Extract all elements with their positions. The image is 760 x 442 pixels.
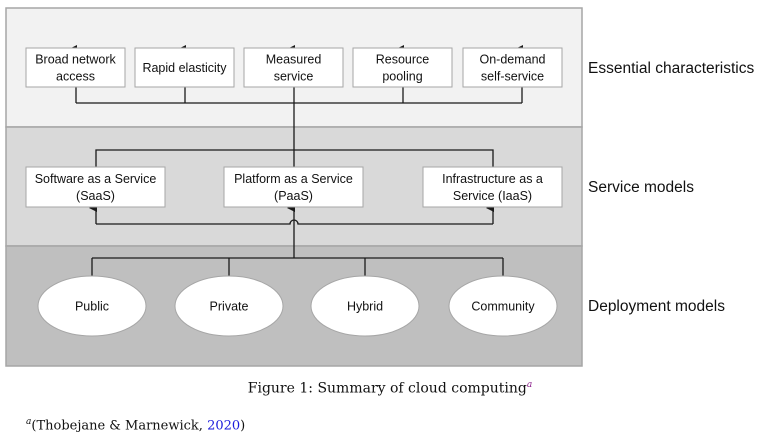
- service-model-text: (SaaS): [76, 189, 115, 203]
- characteristic-box: [243, 47, 344, 88]
- footnote-suffix: ): [240, 418, 246, 434]
- characteristic-text: Resource: [376, 53, 430, 67]
- footnote-citation: (Thobejane & Marnewick,: [31, 418, 208, 434]
- service-model-text: Infrastructure as a: [442, 172, 543, 186]
- deployment-model-community: Community: [448, 275, 558, 337]
- characteristic-on-demand-self-service: On-demand self-service: [462, 47, 563, 88]
- characteristic-measured-service: Measured service: [243, 47, 344, 88]
- deployment-model-private: Private: [174, 275, 284, 337]
- service-model-text: Platform as a Service: [234, 172, 353, 186]
- service-model-box: [25, 166, 166, 208]
- cloud-computing-diagram: Broad network access Rapid elasticity Measu…: [5, 7, 755, 367]
- service-model-infrastructure-as-a-service-iaas: Infrastructure as a Service (IaaS): [422, 166, 563, 208]
- deployment-model-ellipse: [448, 275, 558, 337]
- characteristic-resource-pooling: Resource pooling: [352, 47, 453, 88]
- figure-caption: Figure 1: Summary of cloud computinga: [0, 380, 760, 397]
- characteristic-broad-network-access: Broad network access: [25, 47, 126, 88]
- deployment-model-text: Public: [75, 300, 109, 314]
- characteristic-text: On-demand: [479, 53, 545, 67]
- deployment-model-ellipse: [174, 275, 284, 337]
- deployment-model-text: Community: [471, 300, 535, 314]
- service-model-box: [422, 166, 563, 208]
- deployment-models-label: Deployment models: [588, 298, 725, 315]
- service-model-text: Software as a Service: [35, 172, 157, 186]
- service-model-box: [223, 166, 364, 208]
- deployment-model-text: Private: [210, 300, 249, 314]
- characteristic-text: self-service: [481, 70, 544, 84]
- characteristic-rapid-elasticity: Rapid elasticity: [134, 47, 235, 88]
- service-model-software-as-a-service-saas: Software as a Service (SaaS): [25, 166, 166, 208]
- footnote: a(Thobejane & Marnewick, 2020): [26, 417, 245, 433]
- characteristic-text: Measured: [266, 53, 322, 67]
- characteristic-text: Rapid elasticity: [142, 61, 227, 75]
- characteristic-text: access: [56, 70, 95, 84]
- footnote-marker: a: [26, 417, 32, 427]
- service-model-platform-as-a-service-paas: Platform as a Service (PaaS): [223, 166, 364, 208]
- service-model-text: Service (IaaS): [453, 189, 532, 203]
- essential-characteristics-label: Essential characteristics: [588, 60, 755, 77]
- characteristic-text: service: [274, 70, 314, 84]
- deployment-model-hybrid: Hybrid: [310, 275, 420, 337]
- caption-footnote-marker[interactable]: a: [526, 380, 533, 390]
- caption-text: Figure 1: Summary of cloud computing: [247, 380, 527, 397]
- characteristic-text: Broad network: [35, 53, 116, 67]
- characteristic-box: [25, 47, 126, 88]
- deployment-model-ellipse: [37, 275, 147, 337]
- characteristic-box: [462, 47, 563, 88]
- characteristic-box: [352, 47, 453, 88]
- service-model-text: (PaaS): [274, 189, 313, 203]
- service-models-label: Service models: [588, 179, 694, 196]
- characteristic-box: [134, 47, 235, 88]
- citation-year-link[interactable]: 2020: [207, 418, 241, 434]
- characteristic-text: pooling: [382, 70, 422, 84]
- deployment-model-ellipse: [310, 275, 420, 337]
- deployment-model-public: Public: [37, 275, 147, 337]
- service-models-bottom-bus: [96, 219, 493, 225]
- deployment-model-text: Hybrid: [347, 300, 383, 314]
